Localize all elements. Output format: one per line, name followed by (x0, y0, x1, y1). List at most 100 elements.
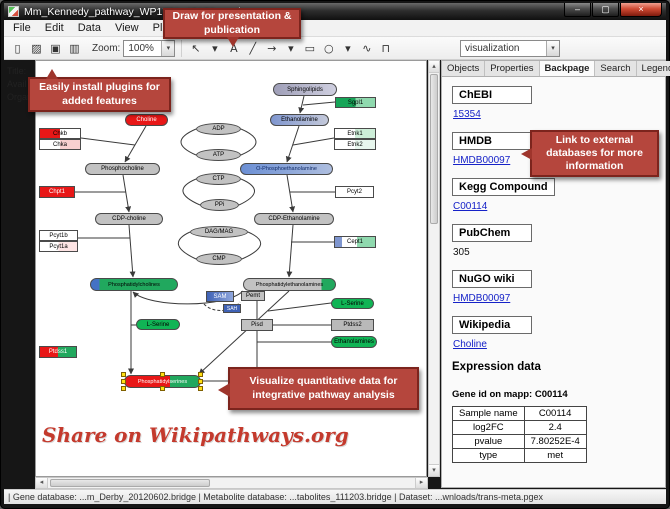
canvas-horizontal-scrollbar[interactable]: ◂ ▸ (35, 477, 428, 489)
label-tool-button[interactable]: A (224, 39, 243, 58)
tab-objects[interactable]: Objects (442, 61, 486, 76)
pathway-edge[interactable] (267, 302, 332, 312)
minimize-button[interactable]: – (564, 3, 591, 17)
pathway-node-pemt[interactable]: Pemt (241, 291, 265, 301)
pathway-node-cdp-choline[interactable]: CDP-choline (95, 213, 163, 225)
new-file-button[interactable]: ▯ (8, 39, 27, 58)
backpage-link[interactable]: HMDB00097 (453, 293, 511, 304)
backpage-link[interactable]: HMDB00097 (453, 155, 511, 166)
open-file-button[interactable]: ▨ (27, 39, 46, 58)
chevron-down-icon[interactable]: ▾ (161, 40, 175, 56)
selection-handle[interactable] (121, 372, 126, 377)
pathway-edge[interactable] (286, 174, 296, 213)
pathway-edge[interactable] (240, 128, 257, 156)
pathway-node-pcyt1a[interactable]: Pcyt1a (39, 241, 78, 252)
selection-handle[interactable] (198, 378, 203, 384)
shape-dropdown-button[interactable]: ▾ (338, 39, 357, 58)
pathway-node-etnk1[interactable]: Etnk1 (334, 128, 376, 139)
select-tool-button[interactable]: ↖ (186, 39, 205, 58)
arrow-tool-button[interactable]: → (262, 39, 281, 58)
tab-properties[interactable]: Properties (485, 61, 540, 76)
selection-handle[interactable] (198, 372, 203, 377)
pathway-node-cmp[interactable]: CMP (196, 253, 242, 265)
pathway-edge[interactable] (238, 178, 255, 206)
backpage-link[interactable]: C00114 (453, 201, 488, 212)
pathway-node-adp[interactable]: ADP (196, 123, 241, 135)
menu-item-data[interactable]: Data (77, 22, 101, 34)
pathway-node-sam[interactable]: SAM (206, 291, 234, 302)
pathway-node-o-phosphoethanolamine[interactable]: O-Phosphoethanolamine (240, 163, 333, 175)
pathway-edge[interactable] (182, 178, 201, 206)
pathway-node-chpt1[interactable]: Chpt1 (39, 186, 75, 198)
pathway-node-sah[interactable]: SAH (223, 304, 241, 313)
pathway-node-ppi[interactable]: PPi (200, 199, 239, 211)
title-bar[interactable]: Mm_Kennedy_pathway_WP1771_45176.gpml – ▢… (4, 3, 666, 20)
backpage-link[interactable]: Choline (453, 339, 487, 350)
pathway-edge[interactable] (122, 174, 132, 213)
pathway-edge[interactable] (241, 231, 261, 260)
pathway-node-phosphatidylcholines[interactable]: Phosphatidylcholines (90, 278, 178, 291)
save-button[interactable]: ▣ (46, 39, 65, 58)
pathway-node-phosphatidylethanolamines[interactable]: Phosphatidylethanolamines (243, 278, 336, 291)
pathway-node-pcyt2[interactable]: Pcyt2 (335, 186, 374, 198)
arc-tool-button[interactable]: ∿ (357, 39, 376, 58)
pathway-node-pcyt1b[interactable]: Pcyt1b (39, 230, 78, 241)
export-button[interactable]: ▥ (65, 39, 84, 58)
pathway-edge[interactable] (292, 137, 335, 146)
pathway-edge[interactable] (286, 224, 294, 278)
pathway-edge[interactable] (80, 137, 136, 146)
pathway-edge[interactable] (128, 224, 136, 278)
pathway-edge[interactable] (285, 125, 300, 163)
pathway-node-chka[interactable]: Chka (39, 139, 81, 150)
scroll-right-icon[interactable]: ▸ (415, 478, 427, 488)
selection-handle[interactable] (121, 378, 126, 384)
pathway-node-pisd[interactable]: Pisd (241, 319, 273, 331)
pathway-node-etnk2[interactable]: Etnk2 (334, 139, 376, 150)
pathway-edge[interactable] (302, 101, 336, 106)
selection-handle[interactable] (198, 386, 203, 391)
pathway-node-ptdss1[interactable]: Ptdss1 (39, 346, 77, 358)
pathway-node-phosphocholine[interactable]: Phosphocholine (85, 163, 160, 175)
oval-tool-button[interactable]: ○ (319, 39, 338, 58)
line-tool-button[interactable]: ╱ (243, 39, 262, 58)
pathway-edge[interactable] (180, 128, 197, 156)
pathway-node-sphingolipids[interactable]: Sphingolipids (273, 83, 337, 96)
pathway-node-ctp[interactable]: CTP (196, 173, 241, 185)
pathway-node-l-serine-right[interactable]: L-Serine (331, 298, 374, 309)
chevron-down-icon[interactable]: ▾ (546, 40, 559, 56)
vertical-scrollbar-thumb[interactable] (430, 74, 438, 224)
selection-handle[interactable] (159, 386, 165, 391)
pathway-node-sgpl1[interactable]: Sgpl1 (335, 97, 376, 108)
tab-backpage[interactable]: Backpage (539, 61, 596, 76)
menu-item-edit[interactable]: Edit (44, 22, 64, 34)
datanode-dropdown-button[interactable]: ▾ (205, 39, 224, 58)
menu-item-file[interactable]: File (13, 22, 31, 34)
backpage-link[interactable]: 15354 (453, 109, 481, 120)
tab-legend[interactable]: Legend (636, 61, 670, 76)
line-dropdown-button[interactable]: ▾ (281, 39, 300, 58)
pathway-node-choline[interactable]: Choline (125, 114, 168, 126)
pathway-edge[interactable] (298, 95, 305, 114)
pathway-node-ptdss2[interactable]: Ptdss2 (331, 319, 374, 331)
scroll-up-icon[interactable]: ▴ (429, 61, 439, 73)
pathway-edge[interactable] (178, 231, 197, 260)
selection-handle[interactable] (121, 386, 126, 391)
pathway-edge[interactable] (132, 290, 244, 305)
pathway-edge[interactable] (198, 290, 290, 375)
horizontal-scrollbar-thumb[interactable] (50, 479, 210, 487)
pathway-node-l-serine-left[interactable]: L-Serine (136, 319, 180, 330)
pathway-node-cept1[interactable]: Cept1 (334, 236, 376, 248)
scroll-left-icon[interactable]: ◂ (36, 478, 48, 488)
pathway-node-atp[interactable]: ATP (196, 149, 241, 161)
tab-search[interactable]: Search (595, 61, 637, 76)
pathway-edges[interactable] (36, 61, 426, 476)
visualization-combobox[interactable]: visualization ▾ (460, 39, 560, 57)
scroll-down-icon[interactable]: ▾ (429, 464, 439, 476)
selection-handle[interactable] (159, 372, 165, 377)
pathway-node-cdp-ethanolamine[interactable]: CDP-Ethanolamine (254, 213, 334, 225)
pathway-node-ethanolamine[interactable]: Ethanolamine (270, 114, 329, 126)
rect-tool-button[interactable]: ▭ (300, 39, 319, 58)
zoom-combobox[interactable]: 100% ▾ (123, 39, 176, 57)
pathway-edge[interactable] (124, 125, 147, 163)
